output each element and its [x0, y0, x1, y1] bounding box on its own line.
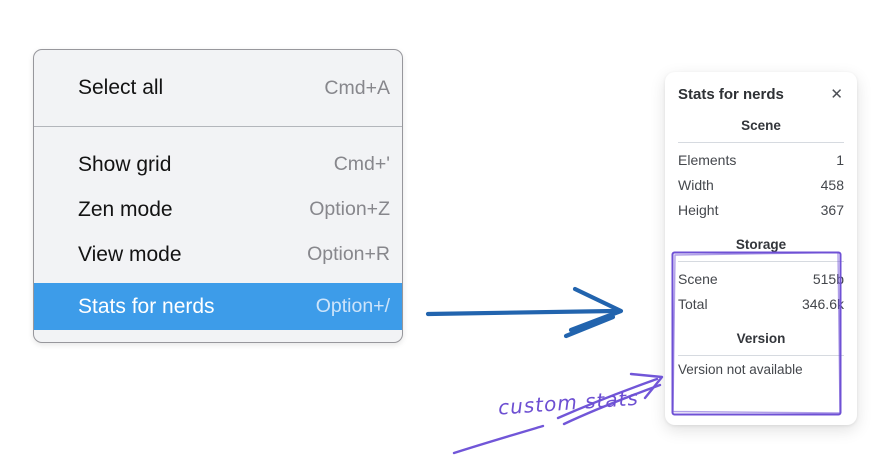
menu-item-shortcut: Option+R — [307, 243, 390, 265]
menu-item-label: Show grid — [78, 152, 172, 176]
menu-item-shortcut: Option+Z — [309, 198, 390, 220]
stat-label: Width — [678, 176, 714, 193]
close-icon[interactable]: ✕ — [830, 86, 843, 103]
stat-row-width: Width 458 — [678, 172, 844, 197]
section-divider — [678, 142, 844, 143]
stat-row-height: Height 367 — [678, 197, 844, 222]
context-menu: Select all Cmd+A Show grid Cmd+' Zen mod… — [33, 49, 403, 343]
menu-item-label: View mode — [78, 242, 182, 266]
menu-item-shortcut: Cmd+A — [324, 76, 390, 99]
menu-item-show-grid[interactable]: Show grid Cmd+' — [34, 142, 402, 187]
section-divider — [678, 355, 844, 356]
stat-value: 458 — [820, 176, 844, 193]
stats-panel-header: Stats for nerds ✕ — [678, 86, 844, 103]
stat-value: 346.6k — [801, 295, 844, 312]
menu-item-view-mode[interactable]: View mode Option+R — [34, 232, 402, 277]
stat-label: Scene — [678, 270, 718, 287]
stat-value: 515b — [812, 270, 844, 287]
menu-item-label: Zen mode — [78, 197, 173, 221]
stats-section-scene: Scene Elements 1 Width 458 Height 367 — [678, 118, 844, 222]
annotation-label: custom stats — [497, 385, 640, 420]
flow-arrow — [425, 286, 624, 339]
menu-item-shortcut: Option+/ — [315, 295, 390, 317]
stat-row-total-storage: Total 346.6k — [678, 291, 844, 316]
stat-label: Total — [678, 295, 708, 312]
stats-panel-title: Stats for nerds — [678, 86, 784, 103]
menu-item-select-all[interactable]: Select all Cmd+A — [34, 50, 402, 126]
section-heading: Version — [736, 331, 786, 346]
menu-item-zen-mode[interactable]: Zen mode Option+Z — [34, 187, 402, 232]
stat-row-scene-storage: Scene 515b — [678, 266, 844, 291]
menu-item-label: Select all — [78, 76, 164, 99]
stat-label: Height — [678, 201, 719, 218]
stat-label: Elements — [678, 151, 737, 168]
version-note: Version not available — [678, 362, 803, 377]
menu-group-bottom: Show grid Cmd+' Zen mode Option+Z View m… — [34, 127, 402, 330]
stats-panel: Stats for nerds ✕ Scene Elements 1 Width… — [665, 72, 857, 425]
menu-item-stats-for-nerds[interactable]: Stats for nerds Option+/ — [34, 283, 402, 330]
stat-row-elements: Elements 1 — [678, 147, 844, 172]
menu-item-label: Stats for nerds — [78, 294, 215, 318]
menu-group-top: Select all Cmd+A — [34, 50, 402, 127]
stat-value: 367 — [820, 201, 844, 218]
section-heading: Scene — [741, 118, 781, 133]
stats-section-storage: Storage Scene 515b Total 346.6k — [678, 237, 844, 316]
stats-section-version: Version Version not available — [678, 331, 844, 377]
section-heading: Storage — [735, 237, 787, 252]
stat-value: 1 — [836, 151, 844, 168]
menu-item-shortcut: Cmd+' — [333, 153, 390, 175]
section-divider — [678, 261, 844, 262]
